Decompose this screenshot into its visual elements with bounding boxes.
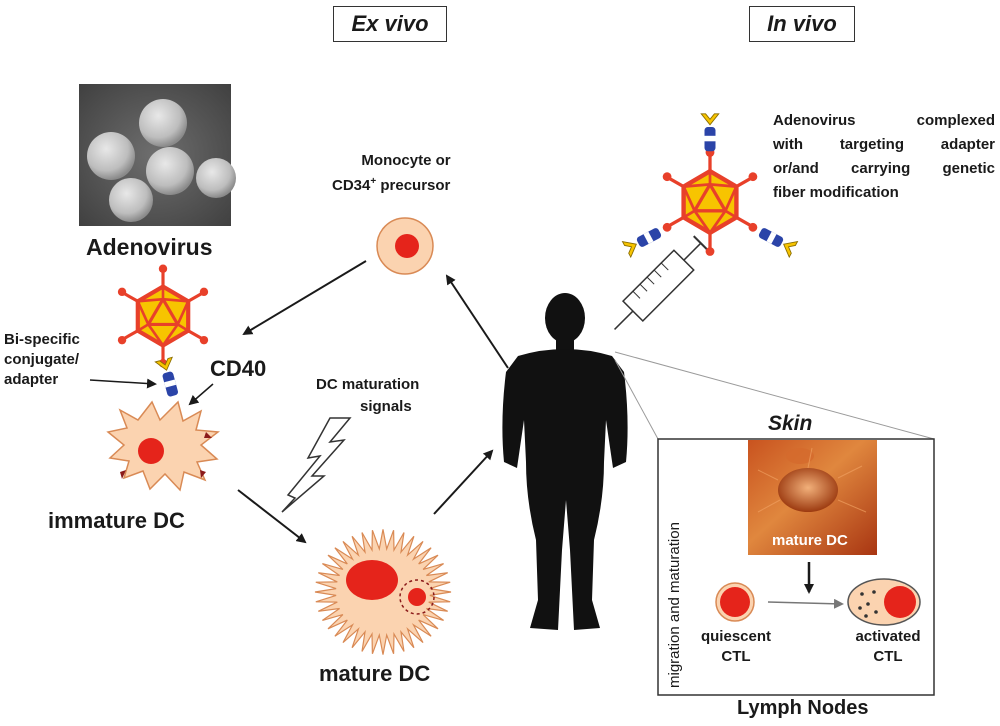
adapter-pointer-arrow: [89, 378, 157, 389]
invivo-desc-line3: or/and carrying genetic: [773, 160, 995, 177]
immature-dc-cell: [106, 400, 220, 492]
mature-dc-cell: [314, 529, 452, 655]
precursor-cd34: CD34: [332, 177, 371, 194]
cd40-pointer-arrow: [188, 383, 214, 406]
precursor-sup: +: [370, 176, 377, 187]
mature-dc-label: mature DC: [319, 661, 431, 686]
precursor-suffix: precursor: [376, 177, 451, 194]
precursor-label-line2: CD34+ precursor: [332, 176, 450, 194]
ex-vivo-header: Ex vivo: [333, 6, 447, 42]
maturation-line2: signals: [360, 398, 412, 415]
maturation-line1: DC maturation: [316, 376, 420, 393]
activated-ctl-label: activated CTL: [848, 627, 928, 667]
arrow-immature-to-mature: [237, 489, 307, 544]
activated-line2: CTL: [873, 648, 903, 665]
quiescent-line1: quiescent: [700, 628, 772, 645]
maturation-signals-label: DC maturation signals: [316, 374, 419, 418]
mature-dc-vesicle: [399, 579, 435, 615]
skin-connector-top: [614, 351, 935, 440]
cd40-label: CD40: [210, 356, 267, 381]
skin-label: Skin: [768, 412, 813, 435]
adapter-label: Bi-specific conjugate/ adapter: [4, 330, 80, 390]
adenovirus-capsid-icon: [118, 265, 208, 368]
ctl-activation-arrow: [767, 598, 844, 609]
adapter-label-line3: adapter: [4, 371, 59, 388]
mature-dc-vesicle-core: [408, 588, 426, 606]
adapter-icon: [154, 356, 183, 399]
skin-connector-bottom: [614, 359, 659, 440]
skin-image: [748, 440, 877, 555]
adapter-label-line2: conjugate/: [4, 351, 80, 368]
activated-ctl-cell: [847, 578, 921, 626]
activated-line1: activated: [855, 628, 921, 645]
lightning-icon: [281, 417, 352, 513]
quiescent-line2: CTL: [721, 648, 751, 665]
invivo-desc-line2: with targeting adapter: [773, 136, 995, 153]
syringe-icon: [614, 235, 709, 330]
arrow-patient-to-precursor: [445, 274, 509, 369]
targeted-adenovirus-icon: [622, 113, 798, 257]
human-silhouette-icon: [502, 293, 628, 630]
adenovirus-micrograph: [79, 84, 236, 226]
arrow-precursor-to-dc: [242, 260, 367, 336]
precursor-cell: [376, 217, 434, 275]
migration-maturation-label: migration and maturation: [666, 522, 683, 688]
lymph-nodes-label: Lymph Nodes: [737, 697, 869, 719]
immature-dc-label: immature DC: [48, 508, 185, 533]
invivo-desc-line4: fiber modification: [773, 184, 899, 201]
skin-mature-dc-label: mature DC: [772, 532, 848, 549]
adenovirus-label: Adenovirus: [86, 234, 213, 260]
invivo-desc-line1: Adenovirus complexed: [773, 112, 995, 129]
adapter-label-line1: Bi-specific: [4, 331, 80, 348]
quiescent-ctl-cell: [715, 582, 755, 622]
in-vivo-header: In vivo: [749, 6, 855, 42]
quiescent-ctl-label: quiescent CTL: [700, 627, 772, 667]
invivo-description: Adenovirus complexed with targeting adap…: [773, 109, 995, 205]
mature-dc-nucleus: [346, 560, 398, 600]
precursor-label-line1: Monocyte or: [361, 152, 451, 169]
arrow-mature-to-patient: [433, 449, 494, 515]
